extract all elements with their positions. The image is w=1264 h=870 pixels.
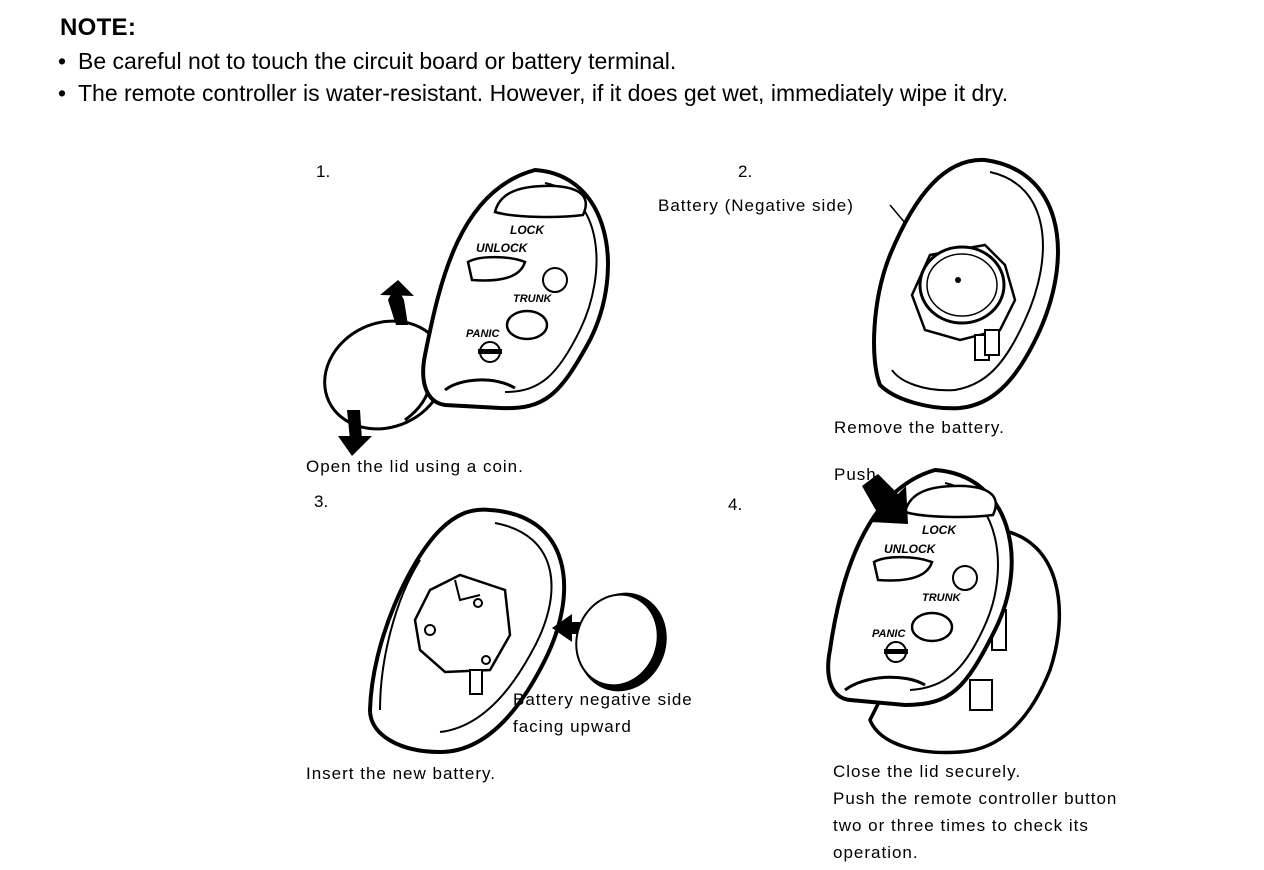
push-label: Push: [834, 465, 877, 484]
lock-button-icon: [903, 484, 998, 519]
step-1-caption: Open the lid using a coin.: [306, 457, 524, 476]
note-item-text: Be careful not to touch the circuit boar…: [78, 48, 677, 74]
insert-arrow-icon: [552, 614, 582, 642]
unlock-button-icon: [466, 255, 527, 282]
note-item: • The remote controller is water-resistan…: [58, 80, 1008, 107]
unlock-button-icon: [872, 555, 934, 582]
step-3-caption: Insert the new battery.: [306, 764, 496, 783]
panic-button-icon: [910, 611, 954, 643]
trunk-label: TRUNK: [922, 592, 962, 604]
battery-icon: [918, 245, 1006, 325]
rotate-arrow-down-icon: [347, 410, 362, 440]
trunk-label: TRUNK: [513, 293, 553, 305]
bullet-icon: •: [58, 48, 67, 74]
step-4-caption-line: operation.: [833, 843, 919, 862]
remote-body-icon: [421, 167, 610, 411]
lock-label: LOCK: [922, 523, 957, 537]
step-4-caption-line: Close the lid securely.: [833, 762, 1022, 781]
remote-body-icon: [826, 467, 1014, 708]
unlock-label: UNLOCK: [476, 241, 529, 255]
note-item-text: The remote controller is water-resistant…: [78, 80, 1009, 106]
rotate-arrow-up-icon: [388, 292, 408, 325]
note-item: • Be careful not to touch the circuit boa…: [58, 48, 676, 75]
step-4-caption-line: Push the remote controller button: [833, 789, 1118, 808]
lock-button-icon: [493, 184, 588, 219]
step-2-number: 2.: [738, 162, 753, 181]
panic-label: PANIC: [872, 628, 906, 640]
bullet-icon: •: [58, 80, 67, 106]
trunk-button-icon: [542, 267, 568, 293]
battery-facing-label-line-2: facing upward: [513, 717, 632, 736]
step-3-number: 3.: [314, 492, 329, 511]
battery-facing-label-line-1: Battery negative side: [513, 690, 693, 709]
push-arrow-icon: [862, 474, 908, 524]
trunk-button-icon: [952, 565, 978, 591]
note-title: NOTE:: [60, 14, 137, 41]
panic-label: PANIC: [466, 328, 500, 340]
step-1-number: 1.: [316, 162, 331, 181]
battery-negative-side-label: Battery (Negative side): [658, 196, 854, 215]
panic-button-icon: [505, 309, 549, 341]
unlock-label: UNLOCK: [884, 542, 937, 556]
step-2-caption: Remove the battery.: [834, 418, 1005, 437]
step-4-caption-line: two or three times to check its: [833, 816, 1089, 835]
step-4-number: 4.: [728, 495, 743, 514]
lock-label: LOCK: [510, 223, 545, 237]
